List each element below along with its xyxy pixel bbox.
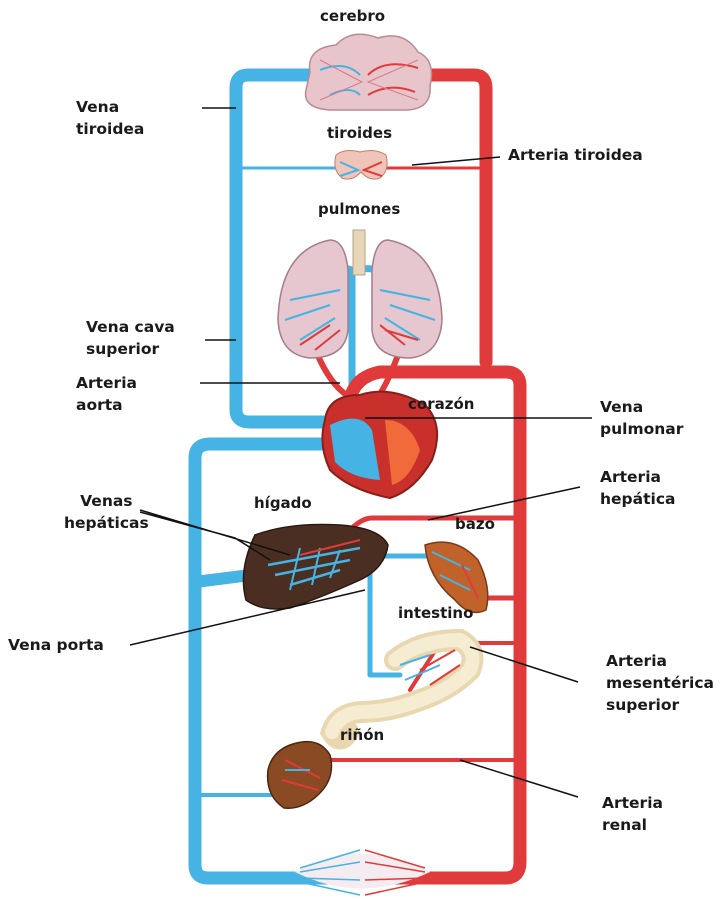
label-arteria-mesenterica-line2: mesentérica — [606, 672, 714, 694]
label-arteria-hepatica: Arteria hepática — [600, 466, 675, 510]
label-arteria-renal-line2: renal — [602, 814, 663, 836]
label-vena-pulmonar-line1: Vena — [600, 396, 683, 418]
lungs-organ — [278, 230, 442, 358]
label-corazon: corazón — [408, 393, 474, 415]
label-vena-cava-line2: superior — [86, 338, 175, 360]
label-pulmones: pulmones — [318, 198, 400, 220]
label-arteria-aorta: Arteria aorta — [76, 372, 137, 416]
label-arteria-mesenterica: Arteria mesentérica superior — [606, 650, 714, 716]
label-intestino: intestino — [398, 602, 473, 624]
label-venas-hepaticas-line2: hepáticas — [64, 512, 149, 534]
label-vena-cava-superior: Vena cava superior — [86, 316, 175, 360]
label-vena-tiroidea-line2: tiroidea — [76, 118, 144, 140]
label-venas-hepaticas: Venas hepáticas — [64, 490, 149, 534]
kidney-organ — [268, 742, 332, 809]
thyroid-organ — [335, 151, 387, 180]
label-bazo: bazo — [455, 513, 495, 535]
label-vena-tiroidea-line1: Vena — [76, 96, 144, 118]
lower-capillary-bed — [295, 850, 430, 895]
label-vena-tiroidea: Vena tiroidea — [76, 96, 144, 140]
label-arteria-mesenterica-line1: Arteria — [606, 650, 714, 672]
brain-organ — [306, 34, 432, 110]
label-arteria-hepatica-line2: hepática — [600, 488, 675, 510]
label-arteria-hepatica-line1: Arteria — [600, 466, 675, 488]
label-arteria-aorta-line1: Arteria — [76, 372, 137, 394]
label-vena-cava-line1: Vena cava — [86, 316, 175, 338]
label-vena-pulmonar-line2: pulmonar — [600, 418, 683, 440]
label-cerebro: cerebro — [320, 5, 385, 27]
liver-organ — [243, 524, 388, 609]
label-tiroides: tiroides — [327, 122, 392, 144]
label-arteria-tiroidea: Arteria tiroidea — [508, 144, 643, 166]
leader-arteria-hepatica — [428, 487, 580, 520]
label-higado: hígado — [254, 492, 312, 514]
label-arteria-renal: Arteria renal — [602, 792, 663, 836]
label-vena-porta: Vena porta — [8, 634, 104, 656]
label-arteria-renal-line1: Arteria — [602, 792, 663, 814]
label-arteria-aorta-line2: aorta — [76, 394, 137, 416]
label-vena-pulmonar: Vena pulmonar — [600, 396, 683, 440]
label-venas-hepaticas-line1: Venas — [64, 490, 149, 512]
label-arteria-mesenterica-line3: superior — [606, 694, 714, 716]
label-rinon: riñón — [340, 724, 384, 746]
